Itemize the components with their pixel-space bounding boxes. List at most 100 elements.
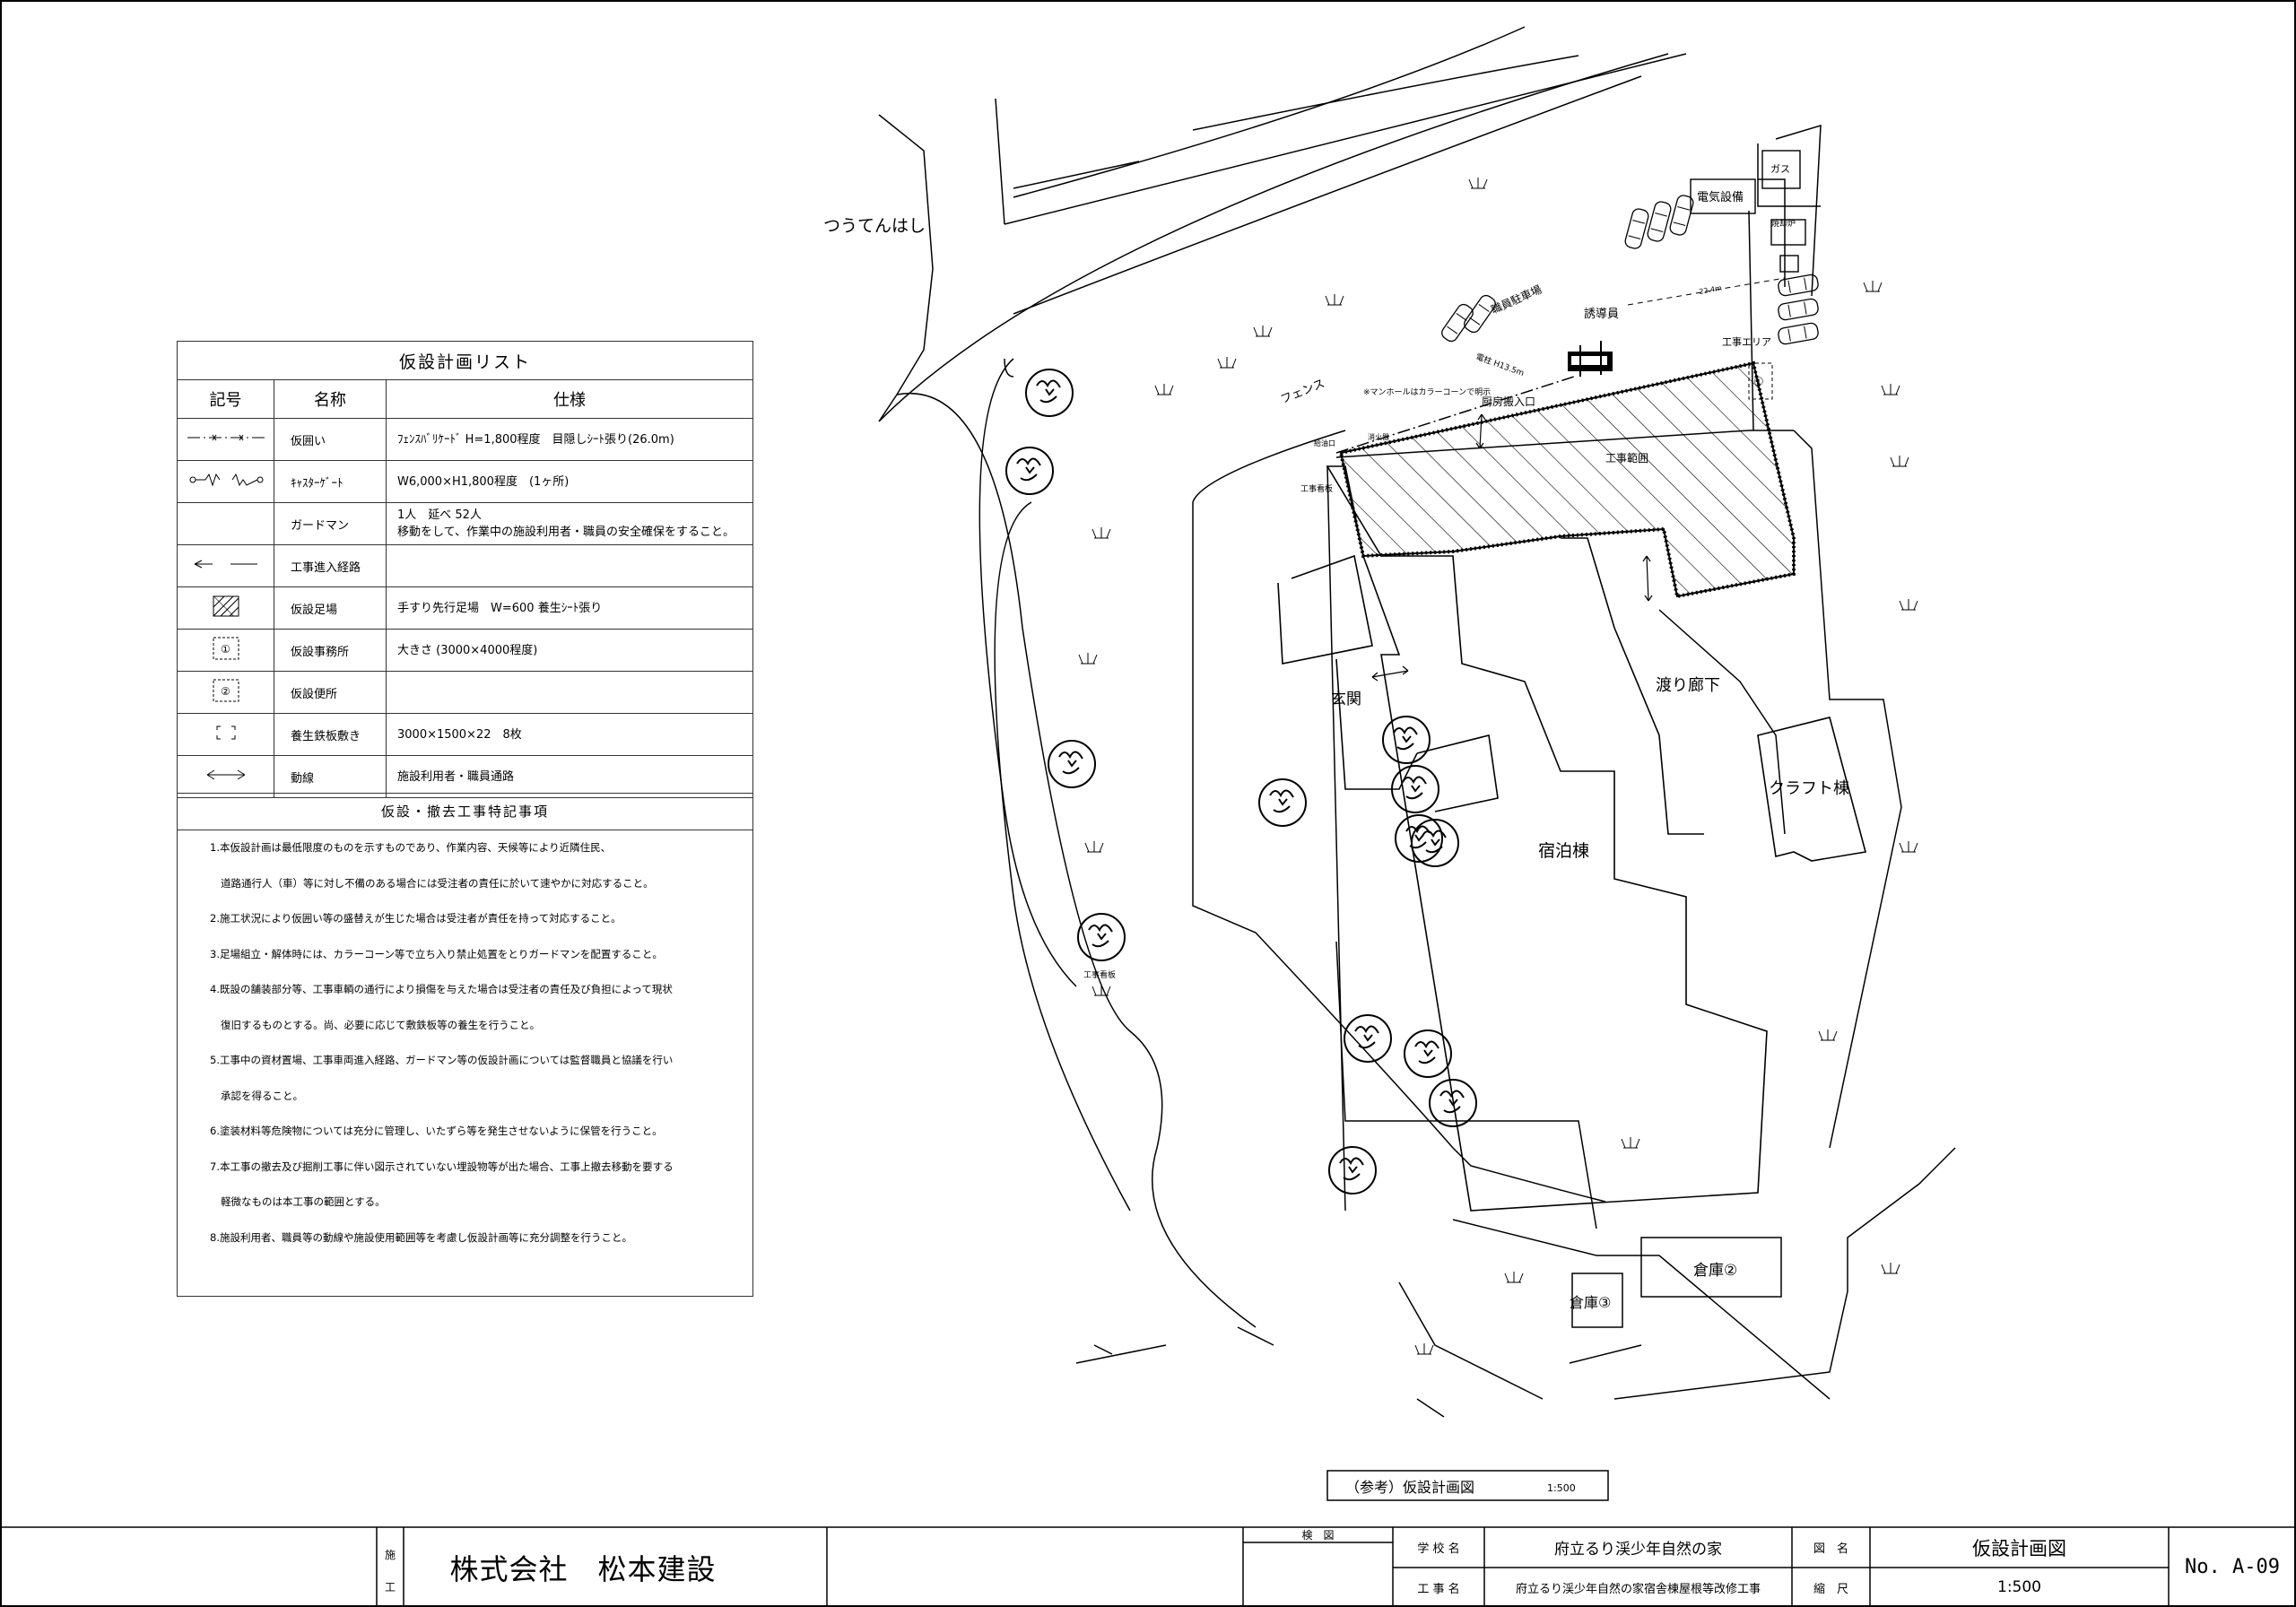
scale-label: 縮 尺 xyxy=(1813,1582,1848,1596)
flow-arrows xyxy=(1371,413,1653,682)
note-line: 道路通行人（車）等に対し不備のある場合には受注者の責任に於いて速やかに対応するこ… xyxy=(221,876,654,890)
label-gas: ガス xyxy=(1770,163,1790,175)
legend-row: 工事進入経路 xyxy=(177,544,753,587)
note-line: 7.本工事の撤去及び掘削工事に伴い図示されていない埋設物等が出た場合、工事上撤去… xyxy=(210,1160,674,1173)
buildings xyxy=(1277,465,1866,1212)
fence-line-icon xyxy=(177,418,274,461)
legend-spec: 手すり先行足場 W=600 養生ｼｰﾄ張り xyxy=(386,586,753,630)
note-line: 2.施工状況により仮囲い等の盛替えが生じた場合は受注者が責任を持って対応すること… xyxy=(210,912,622,925)
legend-spec xyxy=(386,671,753,714)
label-pole: 電柱 H13.5m xyxy=(1474,352,1526,379)
legend-title: 仮設計画リスト xyxy=(177,341,753,380)
legend-name: 工事進入経路 xyxy=(274,544,387,587)
label-watari: 渡り廊下 xyxy=(1656,676,1720,695)
note-line: 5.工事中の資材置場、工事車両進入経路、ガードマン等の仮設計画については監督職員… xyxy=(210,1054,674,1066)
building-genkan xyxy=(1277,554,1373,665)
label-denki: 電気設備 xyxy=(1697,190,1744,204)
label-koji-kanban2: 工事看板 xyxy=(1083,969,1116,980)
symbol-mark-two: ② xyxy=(221,685,230,698)
label-manhole-note: ※マンホールはカラーコーンで明示 xyxy=(1363,387,1491,397)
label-soko2: 倉庫② xyxy=(1693,1262,1737,1280)
sankou-caption-box xyxy=(1326,1470,1609,1501)
sankou-scale: 1:500 xyxy=(1547,1482,1576,1494)
legend-name: 養生鉄板敷き xyxy=(274,713,387,756)
legend-table: 仮設計画リスト 記号 名称 仕様 仮囲い ﾌｪﾝｽﾊﾞﾘｹｰﾄﾞ H=1,800… xyxy=(177,341,753,798)
legend-row: 仮設足場 手すり先行足場 W=600 養生ｼｰﾄ張り xyxy=(177,586,753,630)
label-syokuin-parking: 職員駐車場 xyxy=(1489,282,1544,317)
legend-spec xyxy=(386,544,753,587)
legend-spec: 施設利用者・職員通路 xyxy=(386,755,753,798)
label-craft: クラフト棟 xyxy=(1769,779,1849,798)
legend-spec: W6,000×H1,800程度 (1ヶ所) xyxy=(386,460,753,503)
small-structures xyxy=(1690,150,1806,273)
label-yudoin: 誘導員 xyxy=(1584,308,1619,321)
label-koji-hani: 工事範囲 xyxy=(1605,451,1648,465)
legend-name: 動線 xyxy=(274,755,387,798)
box-mark-one: ① xyxy=(1753,376,1764,389)
site-labels: つうてんはし ガス 電気設備 焼却炉 職員駐車場 誘導員 22.4m フェンス … xyxy=(823,163,1849,1311)
fence-line xyxy=(1335,376,1575,454)
notes-box: 仮設・撤去工事特記事項 1.本仮設計画は最低限度のものを示すものであり、作業内容… xyxy=(177,793,753,1297)
site-linework xyxy=(878,26,1956,1418)
seko-label-2: 工 xyxy=(384,1580,396,1594)
legend-row: ① 仮設事務所 大きさ (3000×4000程度) xyxy=(177,629,753,672)
route-dashed xyxy=(1627,277,1786,306)
double-arrow-icon xyxy=(177,755,274,798)
circled-2-box-icon: ② xyxy=(177,671,274,714)
label-soko3: 倉庫③ xyxy=(1570,1294,1611,1311)
legend-row: ｷｬｽﾀｰｹﾞｰﾄ W6,000×H1,800程度 (1ヶ所) xyxy=(177,460,753,503)
label-koji-kanban: 工事看板 xyxy=(1300,483,1333,494)
note-line: 承認を得ること。 xyxy=(221,1089,303,1102)
label-tsuten: つうてんはし xyxy=(823,216,926,236)
sankou-title: （参考）仮設計画図 xyxy=(1345,1479,1474,1496)
seko-label-1: 施 xyxy=(384,1548,396,1561)
school-name: 府立るり渓少年自然の家 xyxy=(1554,1541,1722,1559)
kenzu-label: 検 図 xyxy=(1301,1529,1335,1542)
building-watari xyxy=(1561,537,1704,835)
legend-row: 仮囲い ﾌｪﾝｽﾊﾞﾘｹｰﾄﾞ H=1,800程度 目隠しｼｰﾄ張り(26.0m… xyxy=(177,418,753,461)
note-line: 復旧するものとする。尚、必要に応じて敷鉄板等の養生を行うこと。 xyxy=(221,1018,541,1031)
legend-spec-line2: 移動をして、作業中の施設利用者・職員の安全確保をすること。 xyxy=(397,526,735,539)
legend-spec: 1人 延べ 52人 移動をして、作業中の施設利用者・職員の安全確保をすること。 xyxy=(386,502,753,545)
hatch-square-icon xyxy=(177,586,274,630)
legend-row: ガードマン 1人 延べ 52人 移動をして、作業中の施設利用者・職員の安全確保を… xyxy=(177,502,753,545)
building-shukuhaku xyxy=(1326,465,1768,1212)
title-block-lines xyxy=(0,1526,2296,1607)
note-line: 4.既設の舗装部分等、工事車輌の通行により損傷を与えた場合は受注者の責任及び負担… xyxy=(210,983,673,995)
note-line: 6.塗装材料等危険物については充分に管理し、いたずら等を発生させないように保管を… xyxy=(210,1125,663,1137)
legend-header-spec: 仕様 xyxy=(386,379,753,419)
work-label: 工 事 名 xyxy=(1417,1582,1460,1596)
label-chubo: 厨房搬入口 xyxy=(1482,395,1535,408)
caster-gate-icon xyxy=(177,460,274,503)
label-distance: 22.4m xyxy=(1699,284,1723,296)
legend-name: 仮囲い xyxy=(274,418,387,461)
scale-value: 1:500 xyxy=(1997,1578,2041,1596)
legend-spec: ﾌｪﾝｽﾊﾞﾘｹｰﾄﾞ H=1,800程度 目隠しｼｰﾄ張り(26.0m) xyxy=(386,418,753,461)
note-line: 8.施設利用者、職員等の動線や施設使用範囲等を考慮し仮設計画等に充分調整を行うこ… xyxy=(210,1230,632,1244)
school-label: 学 校 名 xyxy=(1417,1542,1460,1556)
label-koji-area: 工事エリア xyxy=(1722,336,1771,348)
title-block: 施 工 株式会社 松本建設 検 図 学 校 名 府立るり渓少年自然の家 工 事 … xyxy=(0,1527,2296,1607)
dashed-arrow-icon xyxy=(177,544,274,587)
legend-spec: 大きさ (3000×4000程度) xyxy=(386,629,753,672)
scaffold-area xyxy=(1339,361,1795,598)
legend-name: 仮設事務所 xyxy=(274,629,387,672)
drawing-name: 仮設計画図 xyxy=(1972,1537,2066,1559)
label-genkan: 玄関 xyxy=(1331,691,1361,708)
notes-title: 仮設・撤去工事特記事項 xyxy=(178,794,752,830)
work-name: 府立るり渓少年自然の家宿舎棟屋根等改修工事 xyxy=(1515,1582,1761,1596)
note-line: 3.足場組立・解体時には、カラーコーン等で立ち入り禁止処置をとりガードマンを配置… xyxy=(210,947,663,960)
legend-spec-line1: 1人 延べ 52人 xyxy=(397,508,482,522)
parked-cars xyxy=(1439,193,1820,346)
legend-name: 仮設足場 xyxy=(274,586,387,630)
legend-header-symbol: 記号 xyxy=(177,379,274,419)
legend-header-name: 名称 xyxy=(274,379,387,419)
legend-name: ｷｬｽﾀｰｹﾞｰﾄ xyxy=(274,460,387,503)
note-line: 1.本仮設計画は最低限度のものを示すものであり、作業内容、天候等により近隣住民、 xyxy=(210,841,612,854)
legend-row: 動線 施設利用者・職員通路 xyxy=(177,755,753,798)
drawing-number: No. A-09 xyxy=(2185,1556,2280,1578)
label-fence: フェンス xyxy=(1279,377,1327,406)
corner-marks-icon xyxy=(177,713,274,756)
company-name: 株式会社 松本建設 xyxy=(449,1551,717,1586)
